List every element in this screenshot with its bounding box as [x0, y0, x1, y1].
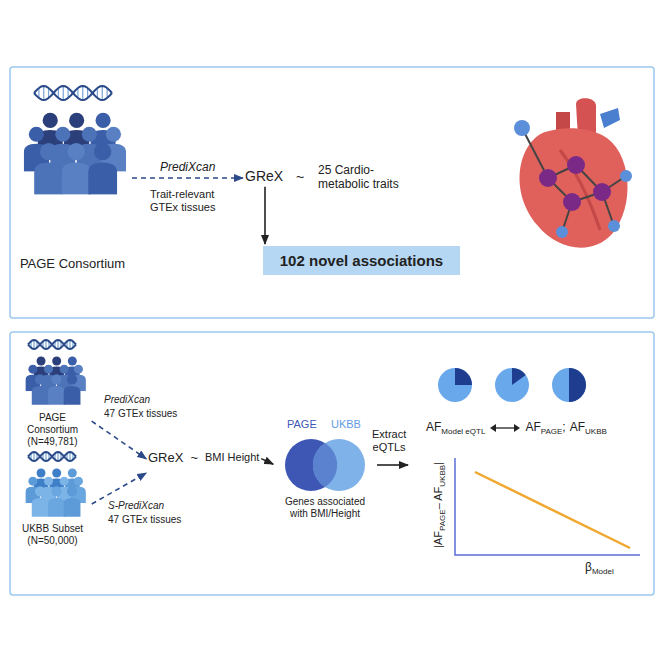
- drawing-stroke: [45, 340, 46, 349]
- node-group: PAGE UKBB Genes associated with BMI/Height: [275, 418, 375, 526]
- drawing-stroke: [69, 340, 70, 349]
- connector-arrow: [132, 177, 243, 179]
- connector-arrow: [264, 187, 266, 244]
- drawing-stroke: [28, 452, 76, 461]
- connector-arrow: [261, 459, 273, 465]
- annotation: 47 GTEx tissues: [108, 514, 181, 526]
- axis-text: |: [432, 462, 444, 465]
- equation-text: AF: [570, 420, 585, 434]
- equation-row: AFModel eQTLAFPAGE;AFUKBB: [426, 420, 607, 436]
- axis-text: – AF: [432, 487, 444, 510]
- drawing-stroke: [514, 424, 520, 432]
- annotation: Trait-relevant GTEx tissues: [150, 188, 240, 214]
- drawing-stroke: [28, 340, 76, 349]
- axis-text: |AF: [432, 531, 444, 548]
- term-text: GReX: [148, 450, 183, 466]
- equation-text: PAGE: [541, 427, 563, 436]
- equation-text: AF: [525, 420, 540, 434]
- term-text: BMI Height: [205, 451, 259, 464]
- axis-text: UKBB: [438, 465, 447, 487]
- connector-arrow: [92, 421, 147, 459]
- person-figure: [32, 486, 49, 517]
- edge-label: PrediXcan: [104, 394, 150, 406]
- drawing-stroke: [82, 86, 83, 100]
- term-text: ~: [190, 450, 198, 466]
- edge-label: PrediXcan: [160, 160, 215, 174]
- result-box: 102 novel associations: [263, 246, 460, 275]
- drawing-stroke: [43, 86, 44, 100]
- equation-text: ;: [562, 420, 565, 434]
- drawing-stroke: [33, 452, 34, 461]
- node-group: UKBB Subset (N=50,000): [15, 455, 90, 550]
- annotation: 47 GTEx tissues: [104, 408, 177, 420]
- drawing-stroke: [34, 86, 112, 100]
- people-icons: [24, 113, 126, 517]
- drawing-stroke: [28, 452, 76, 461]
- drawing-stroke: [33, 340, 34, 349]
- drawing-stroke: [102, 86, 103, 100]
- expression-term: GReX ~ BMI Height: [148, 450, 259, 466]
- box-text: 102 novel associations: [280, 252, 443, 269]
- person-figure: [48, 374, 65, 405]
- bottom-panel: [10, 332, 654, 595]
- drawing-stroke: [57, 340, 58, 349]
- equation-text: UKBB: [585, 427, 607, 436]
- connector-arrow: [377, 464, 408, 466]
- top-panel: [10, 67, 654, 318]
- annotation: ~: [296, 169, 304, 186]
- axis-text: Model: [592, 567, 614, 576]
- pie-charts: [438, 368, 586, 402]
- connector-arrow: [92, 473, 147, 504]
- node-label: PAGE Consortium (N=49,781): [15, 412, 90, 448]
- heart-illustration: [514, 98, 632, 247]
- person-figure: [88, 143, 117, 195]
- drawing-stroke: [490, 424, 496, 432]
- axis-label: βModel: [585, 560, 614, 577]
- scatter-plot: [455, 458, 640, 555]
- term-text: GReX: [245, 168, 283, 185]
- venn-diagram: [285, 439, 365, 491]
- dna-icons: [28, 86, 112, 461]
- person-figure: [34, 143, 63, 195]
- person-figure: [62, 143, 91, 195]
- drawing-stroke: [45, 452, 46, 461]
- node-group: PAGE Consortium: [15, 80, 130, 275]
- axis-text: PAGE: [438, 509, 447, 531]
- node-label: UKBB: [331, 418, 361, 431]
- node-label: UKBB Subset (N=50,000): [15, 523, 90, 547]
- node-group: PAGE Consortium (N=49,781): [15, 340, 90, 452]
- person-figure: [63, 374, 80, 405]
- annotation: 25 Cardio-metabolic traits: [318, 163, 413, 192]
- drawing-stroke: [34, 86, 112, 100]
- person-figure: [32, 374, 49, 405]
- node-label: Genes associated with BMI/Height: [279, 496, 371, 520]
- drawing-stroke: [28, 340, 76, 349]
- node-label: PAGE: [287, 418, 317, 431]
- axis-label: |AFPAGE– AFUKBB|: [432, 462, 448, 548]
- equation-text: AF: [426, 420, 441, 434]
- expression-term: GReX: [245, 168, 283, 185]
- node-label: PAGE Consortium: [15, 256, 130, 272]
- edge-label: S-PrediXcan: [108, 500, 164, 512]
- equation-text: Model eQTL: [441, 427, 485, 436]
- edge-label: Extract eQTLs: [372, 428, 406, 454]
- drawing-stroke: [69, 452, 70, 461]
- drawing-stroke: [493, 427, 517, 428]
- double-arrow: [490, 423, 520, 433]
- drawing-stroke: [57, 452, 58, 461]
- drawing-stroke: [63, 86, 64, 100]
- person-figure: [63, 486, 80, 517]
- axis-text: β: [585, 560, 592, 574]
- person-figure: [48, 486, 65, 517]
